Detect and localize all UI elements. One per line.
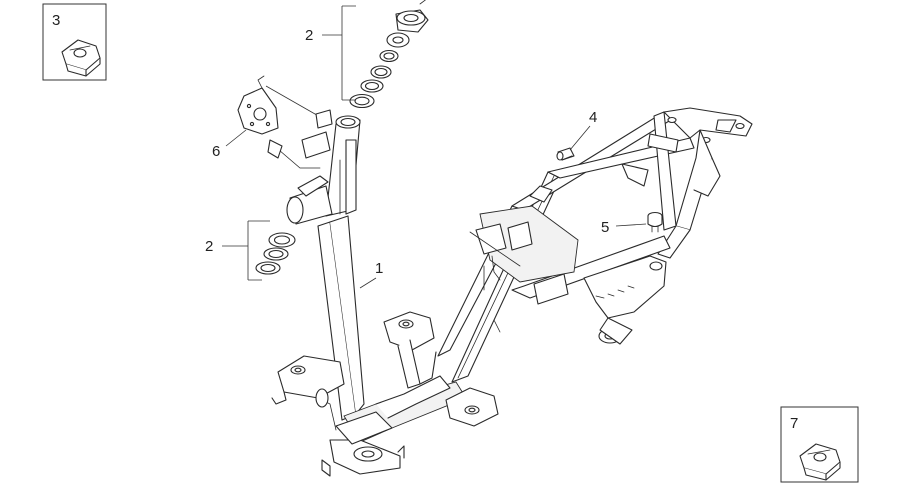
rear-foot-mount <box>445 387 499 427</box>
rear-loop <box>657 107 753 259</box>
inset-clip-nut-bottom-right: 7 <box>780 406 859 483</box>
callout-6: 6 <box>212 129 247 160</box>
lower-bearing-race <box>255 261 281 275</box>
inset-clip-nut-top-left: 3 <box>42 3 107 81</box>
left-foot-mount <box>271 355 345 431</box>
upper-bearing-race <box>370 65 392 79</box>
bracket-plate-part <box>237 75 323 135</box>
rubber-buffer-part <box>647 211 663 233</box>
callout-label-2-lower: 2 <box>205 238 213 255</box>
upper-bearing-cup <box>349 93 375 109</box>
callout-1: 1 <box>359 260 383 289</box>
callout-4: 4 <box>569 109 597 151</box>
center-crossmember <box>469 205 579 305</box>
callout-5: 5 <box>601 219 647 236</box>
upper-bearing-stack <box>349 0 429 109</box>
clip-nut-icon-top-left <box>61 39 101 77</box>
clip-nut-icon-bottom-right <box>799 443 841 481</box>
callout-label-7: 7 <box>790 415 798 432</box>
upper-washer-1 <box>386 32 410 48</box>
callout-label-3: 3 <box>52 12 60 29</box>
steering-top-nut <box>395 0 429 33</box>
lower-ball-cage <box>263 247 289 261</box>
main-frame-part <box>267 107 753 477</box>
bushing-part <box>556 147 575 161</box>
swingarm-mount <box>583 255 667 345</box>
callout-label-1: 1 <box>375 260 383 277</box>
callout-label-4: 4 <box>589 109 597 126</box>
upper-ball-cage <box>360 79 384 93</box>
callout-lower-2: 2 <box>205 220 270 281</box>
callout-label-2-upper: 2 <box>305 27 313 44</box>
callout-upper-2: 2 <box>305 5 356 101</box>
callout-label-5: 5 <box>601 219 609 236</box>
callout-label-6: 6 <box>212 143 220 160</box>
steering-head-tube <box>267 109 361 225</box>
center-foot-mount <box>383 311 437 389</box>
lower-cradle <box>321 375 467 477</box>
lower-bearing-stack <box>255 232 296 275</box>
lower-bearing-cup <box>268 232 296 248</box>
upper-lock-ring <box>379 49 399 63</box>
